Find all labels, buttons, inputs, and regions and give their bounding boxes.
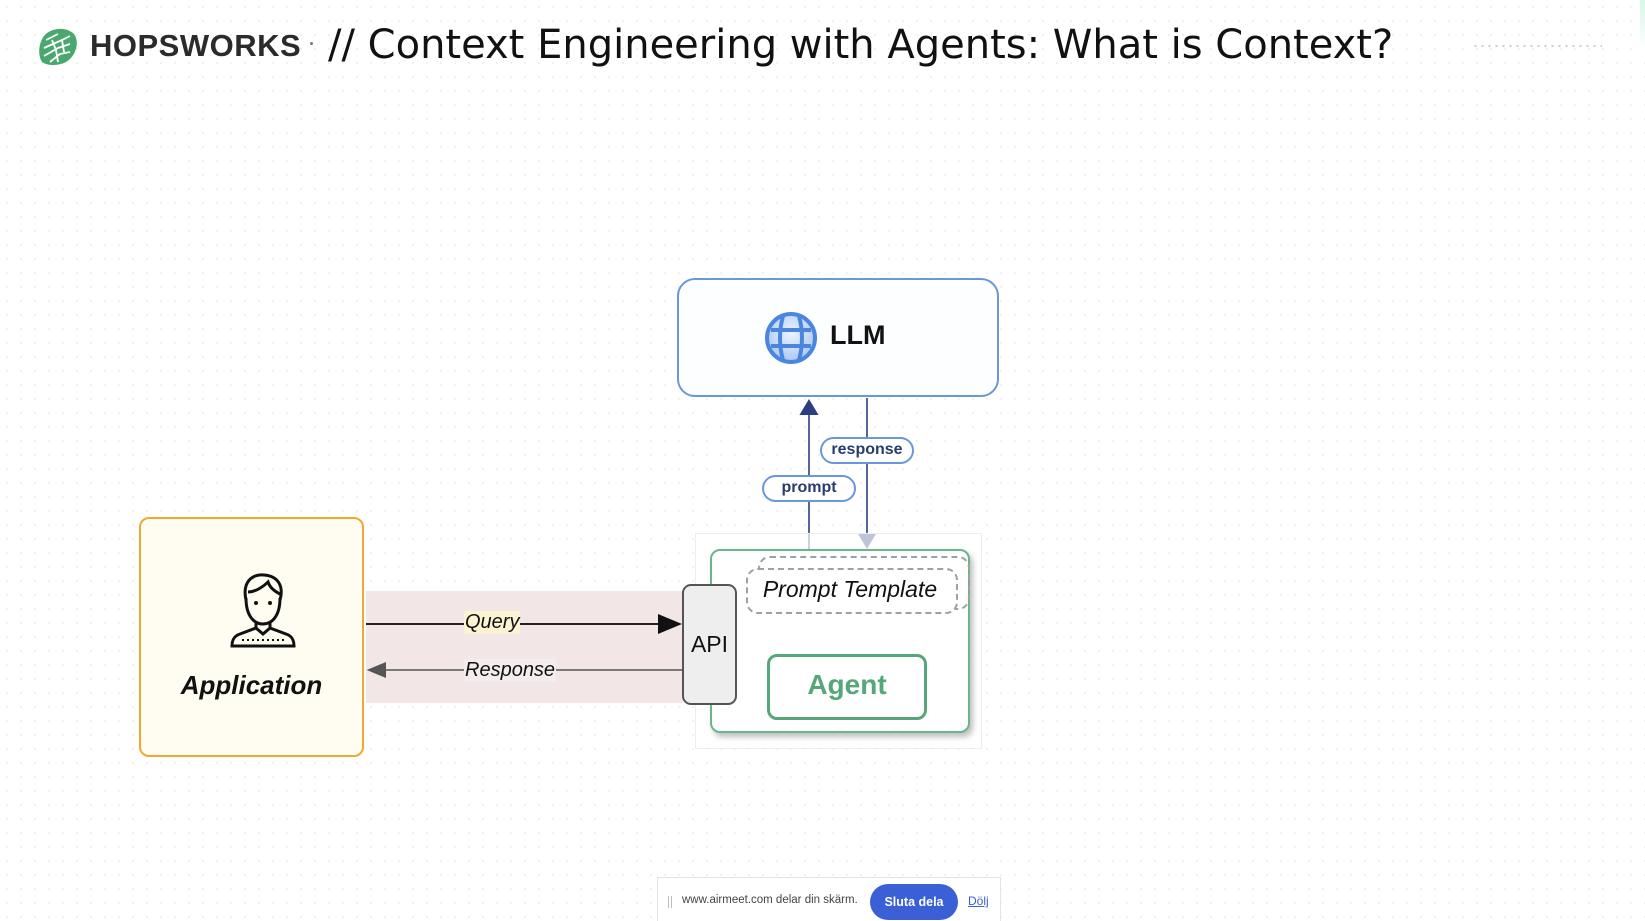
response-edge-label: response — [820, 437, 914, 464]
globe-icon — [765, 312, 817, 364]
hopsworks-logo-icon — [39, 28, 77, 65]
brand-name: HOPSWORKS — [90, 28, 302, 63]
prompt-template-node — [746, 568, 958, 614]
api-label: API — [690, 631, 729, 657]
prompt-template-label: Prompt Template — [762, 576, 938, 602]
person-icon — [230, 573, 296, 648]
share-status-text: www.airmeet.com delar din skärm. — [682, 894, 858, 906]
prompt-edge-label: prompt — [762, 475, 856, 502]
edge-accent — [1640, 0, 1645, 50]
agent-label: Agent — [807, 669, 887, 700]
llm-node — [677, 278, 999, 397]
separator-dot — [310, 42, 313, 45]
slide-title: // Context Engineering with Agents: What… — [328, 22, 1394, 68]
api-node — [682, 584, 737, 705]
application-node — [139, 517, 364, 757]
stop-sharing-button[interactable]: Sluta dela — [870, 884, 958, 920]
query-edge-label: Query — [464, 611, 521, 634]
hide-link[interactable]: Dölj — [968, 894, 989, 908]
application-label: Application — [180, 670, 323, 700]
agent-node — [767, 654, 927, 720]
drag-handle-icon[interactable] — [668, 896, 672, 908]
api-channel-band — [366, 591, 683, 703]
response-return-edge-label: Response — [464, 659, 557, 682]
llm-label: LLM — [830, 320, 886, 350]
dotted-divider — [1472, 44, 1602, 48]
